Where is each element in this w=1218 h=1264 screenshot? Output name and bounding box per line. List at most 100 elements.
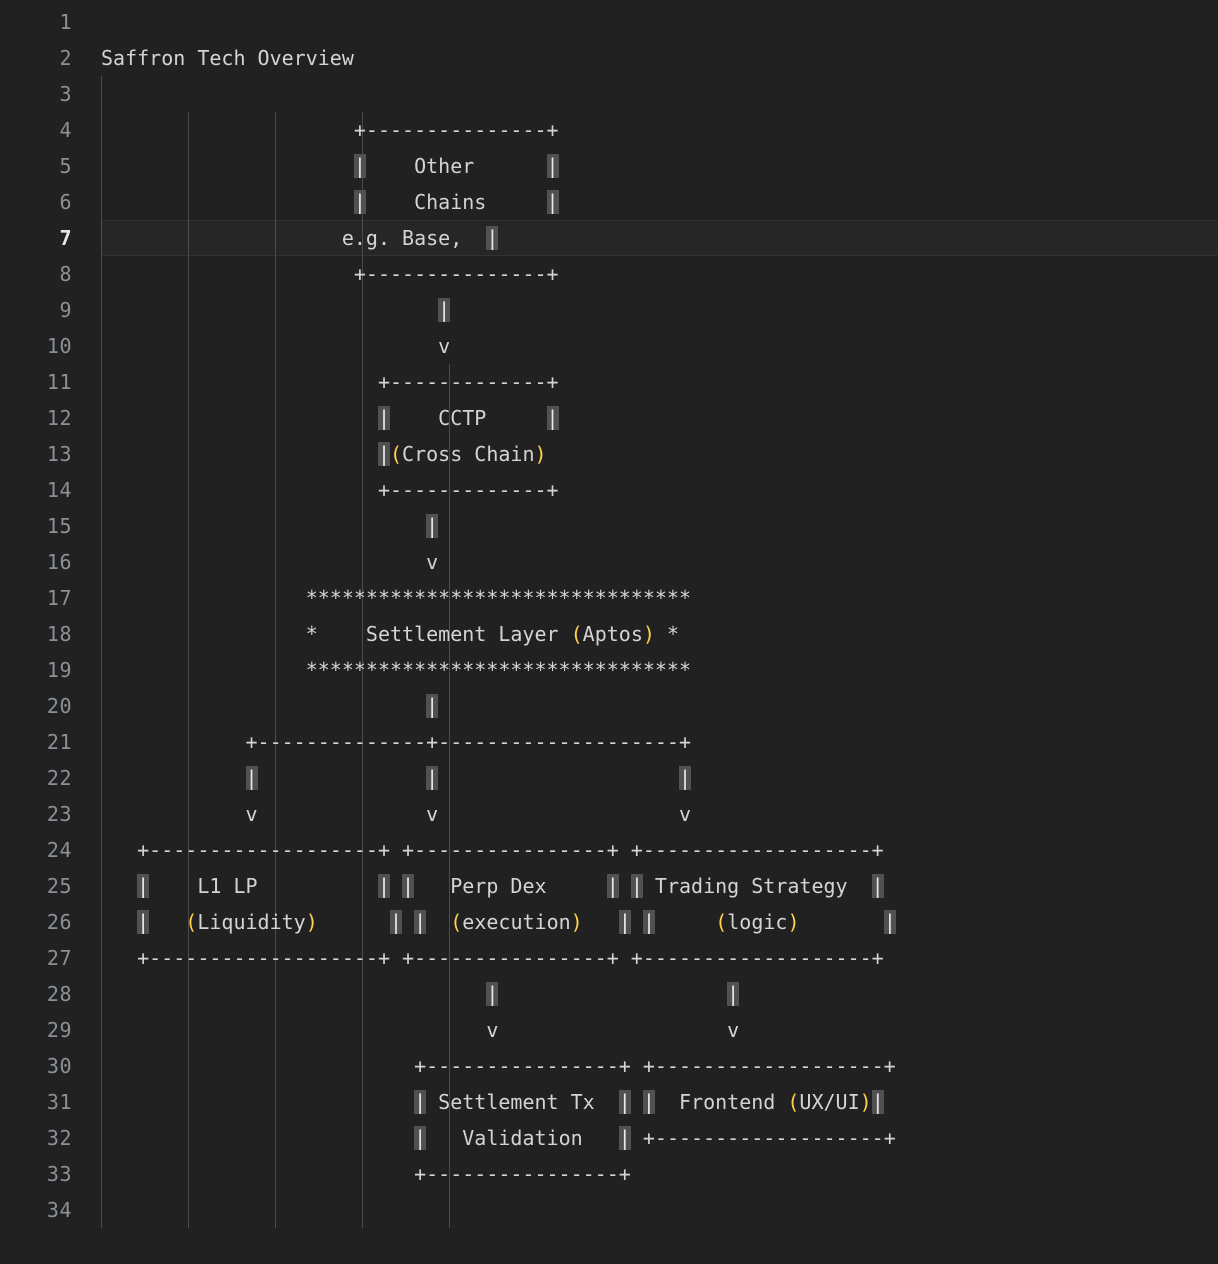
indent-guide bbox=[362, 112, 363, 1228]
pipe-glyph-highlighted: | bbox=[137, 874, 150, 898]
code-line[interactable]: | Validation | +-------------------+ bbox=[101, 1120, 896, 1156]
code-text bbox=[583, 910, 619, 934]
code-text: +-------------+ bbox=[101, 370, 559, 394]
line-number: 2 bbox=[59, 46, 72, 70]
pipe-glyph-highlighted: | bbox=[402, 874, 415, 898]
bracket-glyph: ( bbox=[450, 910, 463, 934]
pipe-glyph-highlighted: | bbox=[414, 1090, 427, 1114]
pipe-glyph-highlighted: | bbox=[618, 1126, 631, 1150]
code-line[interactable]: | | | bbox=[101, 760, 896, 796]
code-text: v v bbox=[101, 1018, 740, 1042]
code-line[interactable]: ******************************** bbox=[101, 580, 896, 616]
code-line[interactable] bbox=[101, 76, 896, 112]
code-line[interactable]: +---------------+ bbox=[101, 256, 896, 292]
code-line[interactable]: | bbox=[101, 292, 896, 328]
pipe-glyph-highlighted: | bbox=[414, 1126, 427, 1150]
code-text bbox=[149, 910, 185, 934]
code-text: Validation bbox=[426, 1126, 619, 1150]
line-number: 31 bbox=[46, 1090, 72, 1114]
code-text bbox=[101, 694, 426, 718]
pipe-glyph-highlighted: | bbox=[871, 874, 884, 898]
code-text: execution bbox=[462, 910, 571, 934]
code-line[interactable]: | CCTP | bbox=[101, 400, 896, 436]
line-number: 24 bbox=[46, 838, 72, 862]
code-text bbox=[402, 910, 414, 934]
code-line[interactable]: v bbox=[101, 328, 896, 364]
pipe-glyph-highlighted: | bbox=[426, 766, 439, 790]
code-text: +-------------------+ +----------------+… bbox=[101, 946, 884, 970]
code-text bbox=[438, 766, 679, 790]
code-line[interactable]: | (Liquidity) | | (execution) | | (logic… bbox=[101, 904, 896, 940]
code-text: Trading Strategy bbox=[642, 874, 872, 898]
code-line[interactable]: +-------------------+ +----------------+… bbox=[101, 940, 896, 976]
code-text: +-------------------+ +----------------+… bbox=[101, 838, 884, 862]
code-text bbox=[318, 910, 390, 934]
code-line[interactable]: |(Cross Chain) bbox=[101, 436, 896, 472]
indent-guide bbox=[449, 364, 450, 1228]
code-line[interactable]: ******************************** bbox=[101, 652, 896, 688]
code-line[interactable]: +--------------+--------------------+ bbox=[101, 724, 896, 760]
code-text: Cross Chain bbox=[402, 442, 535, 466]
code-line[interactable]: | Other | bbox=[101, 148, 896, 184]
code-line[interactable]: | bbox=[101, 688, 896, 724]
code-line[interactable]: e.g. Base, | bbox=[101, 220, 896, 256]
line-number: 7 bbox=[59, 226, 72, 250]
line-number: 34 bbox=[46, 1198, 72, 1222]
code-line[interactable]: | bbox=[101, 508, 896, 544]
code-line[interactable]: | Chains | bbox=[101, 184, 896, 220]
line-number: 27 bbox=[46, 946, 72, 970]
code-text: Saffron Tech Overview bbox=[101, 46, 354, 70]
code-text: +----------------+ bbox=[101, 1162, 631, 1186]
code-text: ******************************** bbox=[101, 586, 692, 610]
code-line[interactable]: | Settlement Tx | | Frontend (UX/UI)| bbox=[101, 1084, 896, 1120]
code-text: v bbox=[101, 550, 439, 574]
code-text bbox=[101, 766, 246, 790]
code-line[interactable]: v bbox=[101, 544, 896, 580]
code-text: +-------------+ bbox=[101, 478, 559, 502]
pipe-glyph-highlighted: | bbox=[486, 226, 499, 250]
pipe-glyph-highlighted: | bbox=[642, 1090, 655, 1114]
code-line[interactable] bbox=[101, 1192, 896, 1228]
code-line[interactable]: | L1 LP | | Perp Dex | | Trading Strateg… bbox=[101, 868, 896, 904]
line-number: 25 bbox=[46, 874, 72, 898]
bracket-glyph: ) bbox=[642, 622, 655, 646]
code-line[interactable]: +----------------+ bbox=[101, 1156, 896, 1192]
code-text: logic bbox=[727, 910, 788, 934]
code-line[interactable]: +---------------+ bbox=[101, 112, 896, 148]
code-text: +--------------+--------------------+ bbox=[101, 730, 692, 754]
code-text bbox=[800, 910, 884, 934]
code-text: Other bbox=[365, 154, 547, 178]
code-text bbox=[101, 874, 137, 898]
line-number: 15 bbox=[46, 514, 72, 538]
code-line[interactable]: +-------------------+ +----------------+… bbox=[101, 832, 896, 868]
code-content[interactable]: Saffron Tech Overview +---------------+ … bbox=[101, 4, 896, 1228]
code-text bbox=[426, 910, 450, 934]
code-text: * Settlement Layer bbox=[101, 622, 571, 646]
line-number: 22 bbox=[46, 766, 72, 790]
code-text bbox=[498, 982, 727, 1006]
line-number: 10 bbox=[46, 334, 72, 358]
code-text bbox=[101, 1126, 414, 1150]
code-line[interactable]: +-------------+ bbox=[101, 364, 896, 400]
code-line[interactable]: v v v bbox=[101, 796, 896, 832]
code-text: +----------------+ +-------------------+ bbox=[101, 1054, 896, 1078]
code-line[interactable]: +-------------+ bbox=[101, 472, 896, 508]
code-text: UX/UI bbox=[799, 1090, 860, 1114]
indent-guide bbox=[275, 112, 276, 1228]
code-line[interactable]: v v bbox=[101, 1012, 896, 1048]
code-line[interactable] bbox=[101, 4, 896, 40]
pipe-glyph-highlighted: | bbox=[426, 514, 439, 538]
bracket-glyph: ( bbox=[185, 910, 198, 934]
code-line[interactable]: * Settlement Layer (Aptos) * bbox=[101, 616, 896, 652]
code-line[interactable]: | | bbox=[101, 976, 896, 1012]
code-text: Settlement Tx bbox=[426, 1090, 619, 1114]
code-text bbox=[101, 1090, 414, 1114]
code-line[interactable]: Saffron Tech Overview bbox=[101, 40, 896, 76]
code-text bbox=[101, 982, 486, 1006]
pipe-glyph-highlighted: | bbox=[679, 766, 692, 790]
code-line[interactable]: +----------------+ +-------------------+ bbox=[101, 1048, 896, 1084]
line-number: 26 bbox=[46, 910, 72, 934]
bracket-glyph: ) bbox=[570, 910, 583, 934]
